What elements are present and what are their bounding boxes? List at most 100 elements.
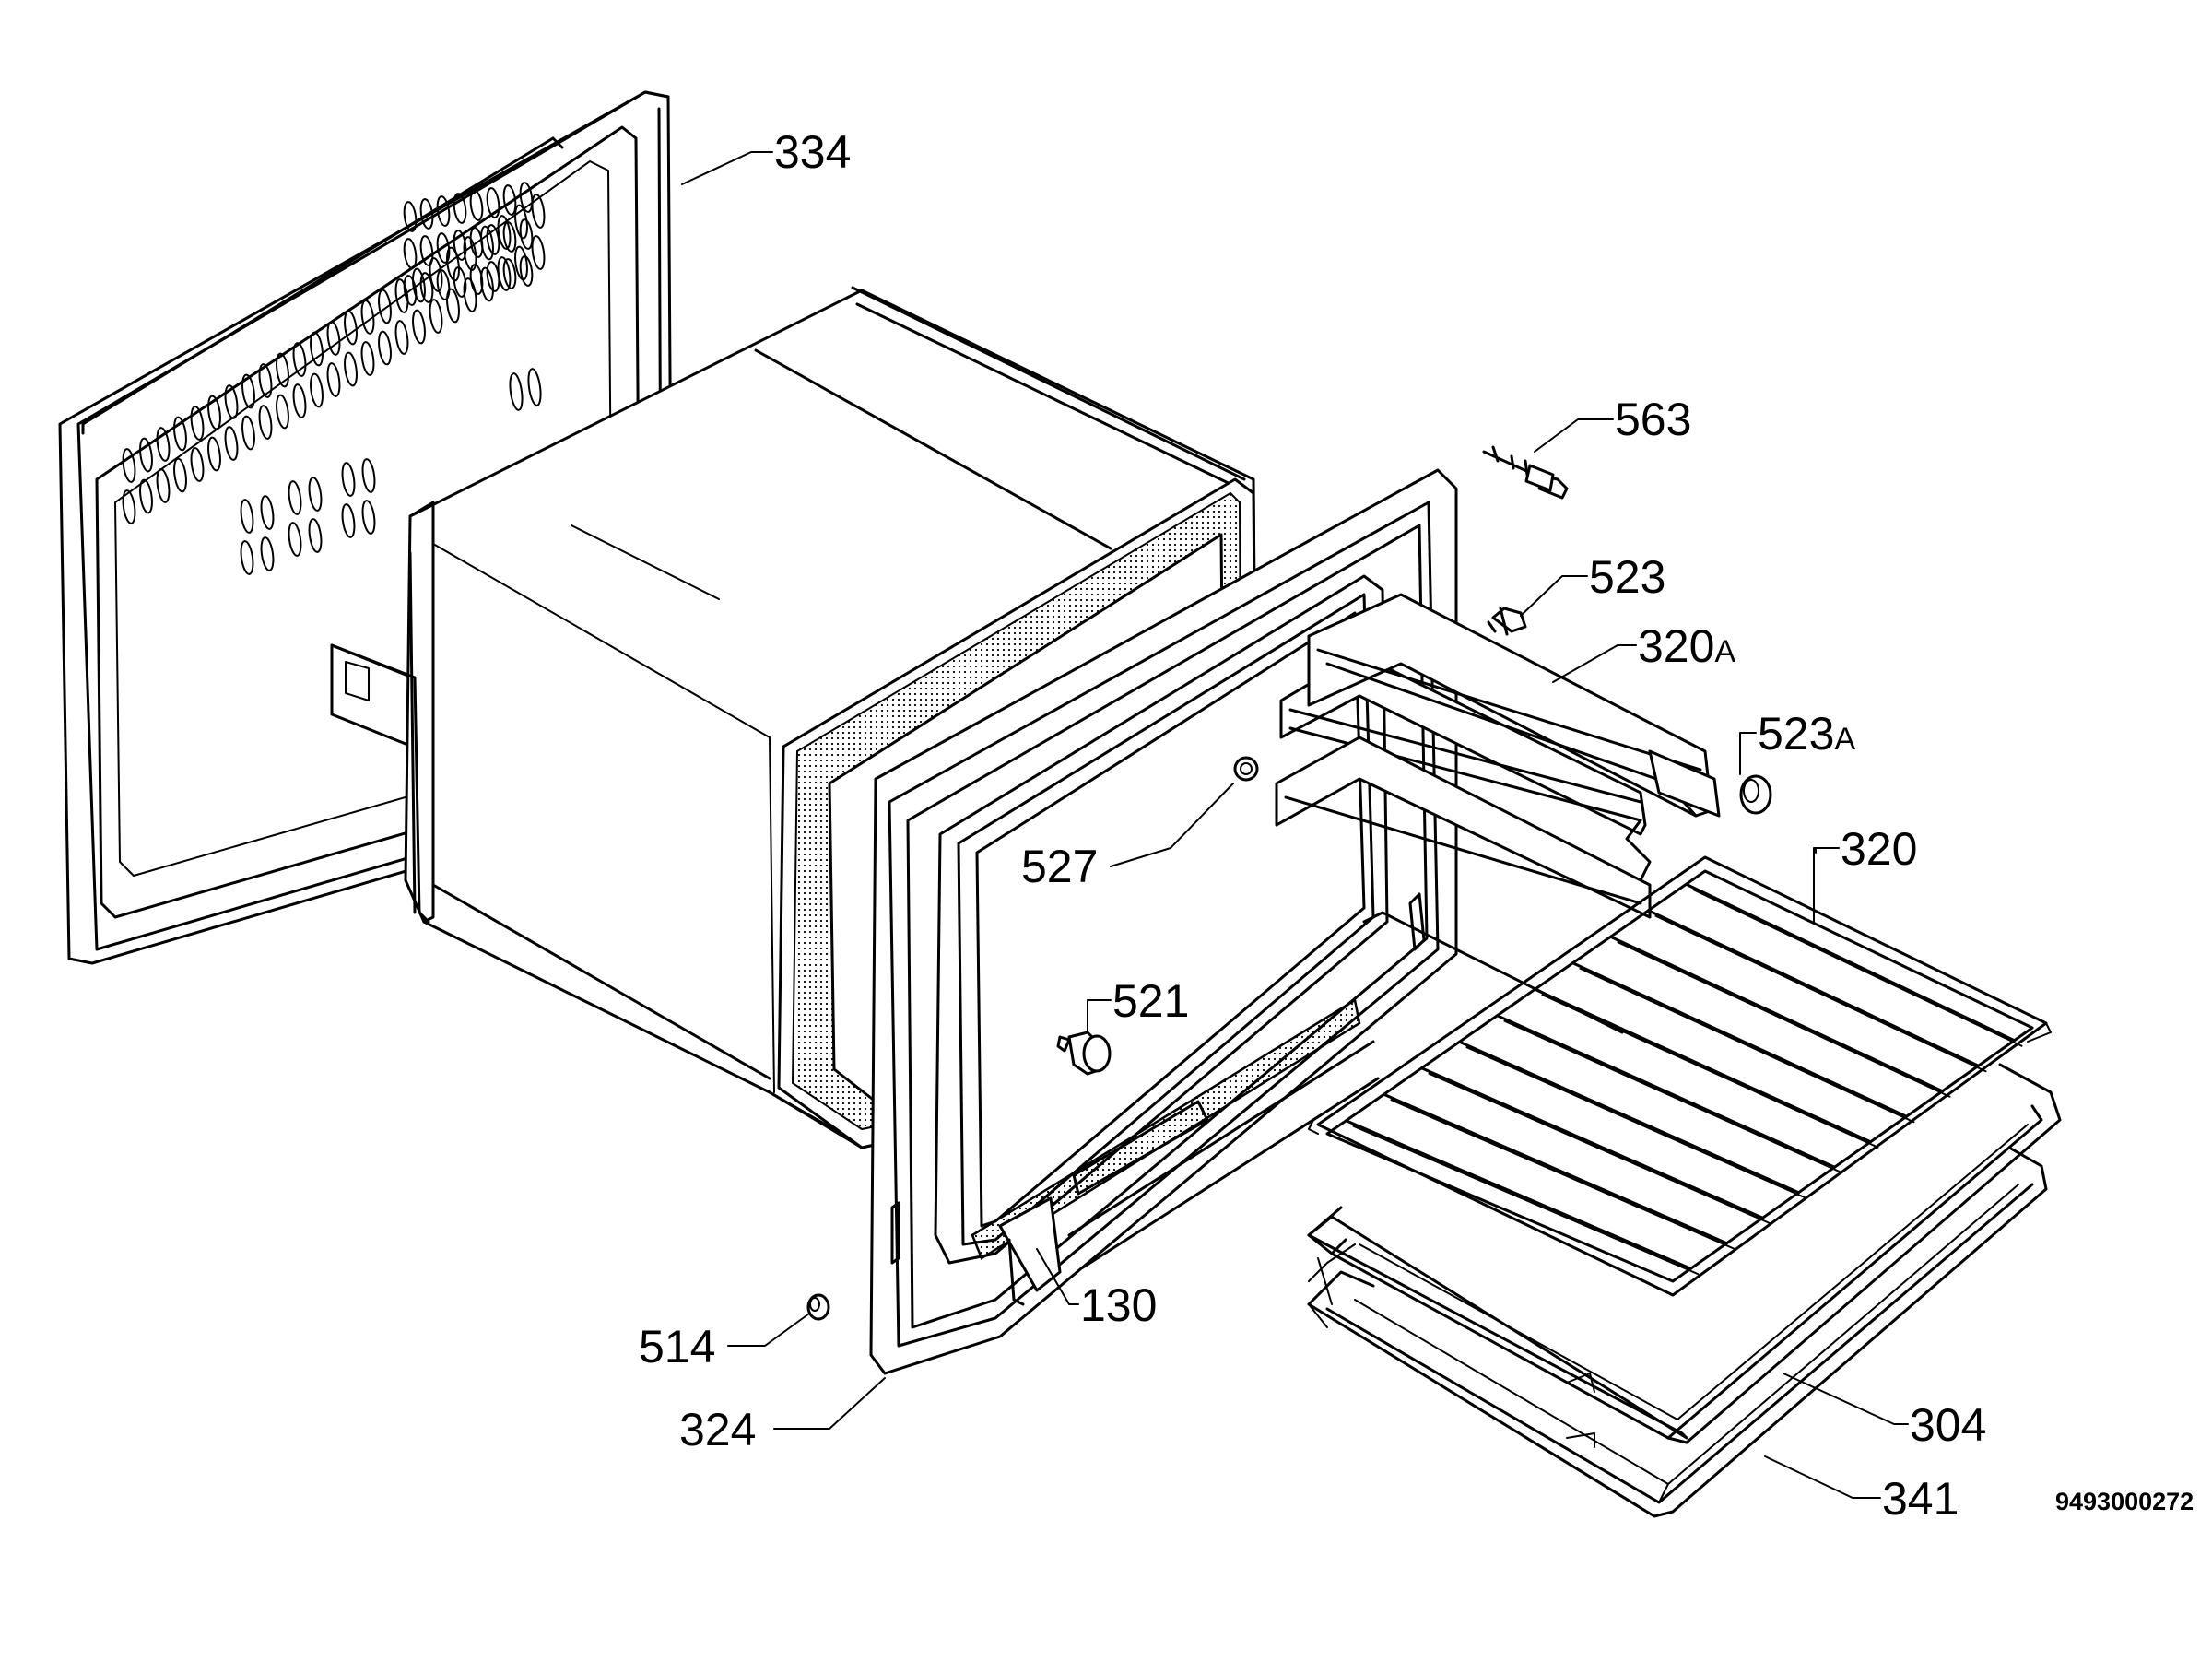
vent-slot <box>288 480 302 515</box>
vent-slot <box>509 372 524 411</box>
shelf-wire-shadow <box>1579 967 1915 1124</box>
callout-labels: 334 563 523 320A 523A 320 527 521 130 51… <box>639 126 2194 1525</box>
leader-lines <box>681 151 1909 1499</box>
vent-slot <box>190 447 205 482</box>
callout-130: 130 <box>1080 1279 1157 1331</box>
vent-slot <box>258 363 273 398</box>
vent-slot <box>519 218 534 250</box>
shelf-wire-shadow <box>1654 914 1987 1073</box>
shelf-wire <box>1496 1014 1836 1169</box>
callout-341: 341 <box>1882 1473 1959 1525</box>
vent-slot <box>122 489 136 524</box>
screw-523 <box>1487 607 1527 636</box>
vent-slot <box>531 194 546 229</box>
vent-slot <box>502 258 517 289</box>
vent-slot <box>436 195 451 227</box>
shelf-wire <box>1458 1040 1800 1195</box>
vent-slot <box>122 448 136 483</box>
callout-320A: 320A <box>1638 620 1735 672</box>
vent-slot <box>341 503 356 538</box>
vent-slot <box>310 372 324 408</box>
vent-slot <box>139 478 153 514</box>
vent-slot <box>403 238 418 269</box>
vent-slot <box>292 342 307 377</box>
vent-slot <box>394 278 409 313</box>
vent-slot <box>436 269 451 300</box>
vent-slot <box>276 352 289 388</box>
vent-slot <box>173 416 187 452</box>
vent-slot <box>361 458 376 493</box>
vent-slot <box>446 246 460 282</box>
shelf-wire <box>1382 1092 1728 1245</box>
callout-527: 527 <box>1021 841 1098 892</box>
wire-shelf-320 <box>1308 855 2052 1297</box>
screw-563 <box>1482 445 1569 500</box>
vent-slot <box>260 495 275 530</box>
vent-slot <box>139 437 153 473</box>
vent-slot <box>207 436 221 472</box>
vent-slot <box>531 235 546 270</box>
vent-slot <box>446 288 460 324</box>
callout-304: 304 <box>1910 1399 1986 1451</box>
vent-slot <box>436 232 451 264</box>
vent-slot <box>288 522 302 557</box>
vent-slot <box>361 500 376 535</box>
vent-slot <box>453 230 467 261</box>
callout-334: 334 <box>774 126 851 178</box>
shelf-wire-shadow <box>1428 1072 1771 1225</box>
vent-slot <box>240 499 254 534</box>
vent-slot <box>258 405 273 440</box>
nut-514 <box>806 1293 830 1321</box>
vent-slot <box>173 457 187 493</box>
shelf-wire-shadow <box>1352 1125 1700 1276</box>
vent-slot <box>344 351 358 387</box>
vent-slot <box>527 368 542 406</box>
vent-slot <box>326 362 341 397</box>
drawing-code: 9493000272 <box>2055 1488 2194 1515</box>
shelf-wire <box>1420 1066 1764 1219</box>
vent-slot <box>419 272 434 303</box>
vent-slot <box>419 235 434 266</box>
callout-523: 523 <box>1589 551 1665 603</box>
vent-slot <box>412 309 426 345</box>
shelf-wire <box>1647 909 1980 1067</box>
vent-slot <box>260 536 275 571</box>
vent-slot <box>241 373 255 409</box>
callout-521: 521 <box>1112 975 1189 1027</box>
vent-slot <box>469 264 484 295</box>
shelf-wire <box>1345 1119 1692 1270</box>
vent-slot <box>519 255 534 287</box>
vent-slot <box>240 540 254 575</box>
shelf-wire <box>1571 961 1908 1118</box>
enamel-tray-341 <box>1307 1146 2048 1518</box>
vent-slot <box>412 267 426 303</box>
vent-slot <box>341 462 356 497</box>
shelf-wire-shadow <box>1390 1099 1735 1250</box>
vent-slot <box>156 427 171 462</box>
vent-slot <box>224 426 239 461</box>
vent-slot <box>469 190 484 221</box>
callout-563: 563 <box>1615 394 1691 445</box>
vent-slot <box>241 415 255 451</box>
vent-slot <box>190 406 205 441</box>
shelf-wire <box>1685 882 2016 1043</box>
vent-slot <box>453 193 467 224</box>
vent-slot <box>429 299 443 334</box>
vent-slot <box>394 320 409 355</box>
callout-320: 320 <box>1841 823 1917 875</box>
callout-514: 514 <box>639 1321 715 1373</box>
cap-523A <box>1739 774 1772 815</box>
shelf-wire <box>1534 987 1872 1144</box>
shelf-wire-shadow <box>1503 1019 1843 1174</box>
vent-slot <box>453 266 467 298</box>
vent-slot <box>486 224 500 255</box>
shelf-wire-shadow <box>1617 941 1951 1098</box>
vent-slot <box>308 477 323 512</box>
shelf-wire-shadow <box>1541 994 1879 1149</box>
shelf-wire-shadow <box>1692 889 2023 1047</box>
vent-slot <box>378 289 392 324</box>
vent-slot <box>469 227 484 258</box>
baking-tray-304 <box>1307 1063 2062 1444</box>
vent-slot <box>486 187 500 218</box>
